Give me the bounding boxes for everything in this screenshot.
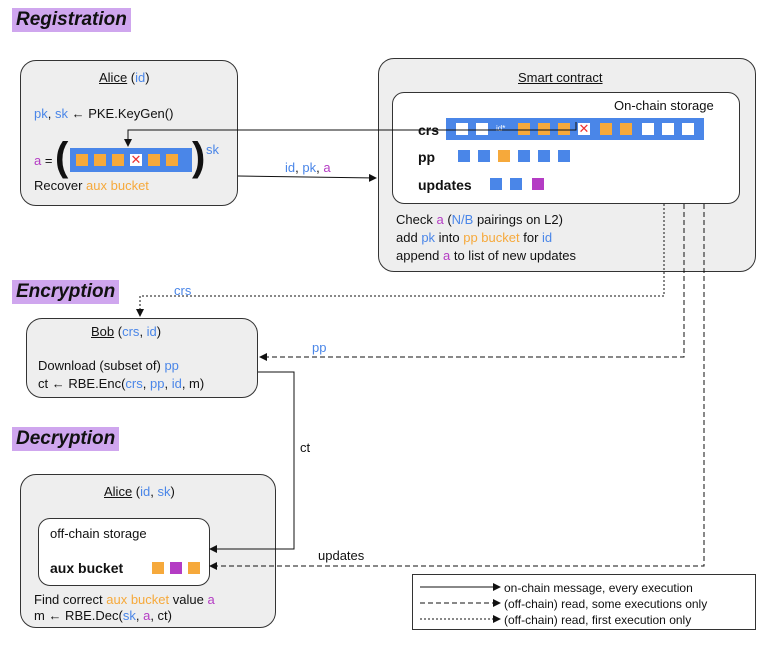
left-paren-icon: ( [55,135,69,179]
crs-square [476,123,488,135]
bucket-square [166,154,178,166]
crs-square [682,123,694,135]
alice-find-line: Find correct aux bucket value a [34,592,215,607]
pp-label: pp [418,149,436,165]
alice-reg-title: Alice (id) [99,70,150,85]
crs-square [456,123,468,135]
bucket-square [76,154,88,166]
updates-label: updates [418,177,472,193]
off-chain-storage-box [38,518,210,586]
aux-bucket-label: aux bucket [50,560,124,576]
updates-arrow [209,204,705,570]
pp-square [498,150,510,162]
alice-keygen-line: pk, sk ← PKE.KeyGen() [34,106,174,121]
ct-arrow-label: ct [300,440,311,455]
pp-square [478,150,490,162]
bob-encrypt-line: ct ← RBE.Enc(crs, pp, id, m) [38,376,205,391]
updates-arrow-label: updates [318,548,365,563]
pp-square [558,150,570,162]
updates-square [490,178,502,190]
ct-arrow [209,371,295,553]
crs-square [642,123,654,135]
pp-square [458,150,470,162]
bob-box [26,318,258,398]
off-chain-storage-label: off-chain storage [50,526,147,541]
aux-square [152,562,164,574]
alice-a-equals: a = [34,153,53,168]
crs-square [600,123,612,135]
bob-download-line: Download (subset of) pp [38,358,179,373]
crs-square [662,123,674,135]
registration-heading: Registration [12,8,131,32]
crs-square [518,123,530,135]
crs-square [538,123,550,135]
alice-recover-line: Recover aux bucket [34,178,149,193]
encryption-heading: Encryption [12,280,120,304]
alice-registration-box [20,60,238,206]
registration-message-arrow [237,173,377,182]
exponent-sk: sk [206,142,219,157]
crs-arrow-label: crs [174,283,192,298]
alice-decrypt-line: m ← RBE.Dec(sk, a, ct) [34,608,172,623]
registration-message-label: id, pk, a [285,160,331,175]
crs-to-bob-arrow [136,204,665,317]
bob-title: Bob (crs, id) [91,324,162,339]
pp-to-bob-arrow [259,204,685,361]
updates-square [510,178,522,190]
legend-solid-label: on-chain message, every execution [504,581,693,595]
contract-append-line: append a to list of new updates [396,248,576,263]
decryption-heading: Decryption [12,427,120,451]
cross-mark-icon: ✕ [130,152,142,167]
crs-to-alice-arrow [124,122,577,147]
crs-square [620,123,632,135]
pp-arrow-label: pp [312,340,327,355]
alice-dec-title: Alice (id, sk) [104,484,175,499]
legend-box [412,574,756,630]
legend-dashed-label: (off-chain) read, some executions only [504,597,708,611]
cross-mark-icon: ✕ [578,121,590,136]
pp-square [518,150,530,162]
smart-contract-title: Smart contract [518,70,603,85]
aux-square [188,562,200,574]
legend-dotted-label: (off-chain) read, first execution only [504,613,692,627]
right-paren-icon: ) [192,135,206,179]
pp-square [538,150,550,162]
contract-check-line: Check a (N/B pairings on L2) [396,212,563,227]
on-chain-storage-label: On-chain storage [614,98,714,113]
contract-add-line: add pk into pp bucket for id [396,230,553,245]
updates-square [532,178,544,190]
crs-id-marker: id* [496,124,506,133]
on-chain-storage-box [392,92,740,204]
aux-square [170,562,182,574]
crs-square [558,123,570,135]
bucket-square [112,154,124,166]
crs-vector [446,118,704,140]
bucket-square [148,154,160,166]
bucket-square [94,154,106,166]
